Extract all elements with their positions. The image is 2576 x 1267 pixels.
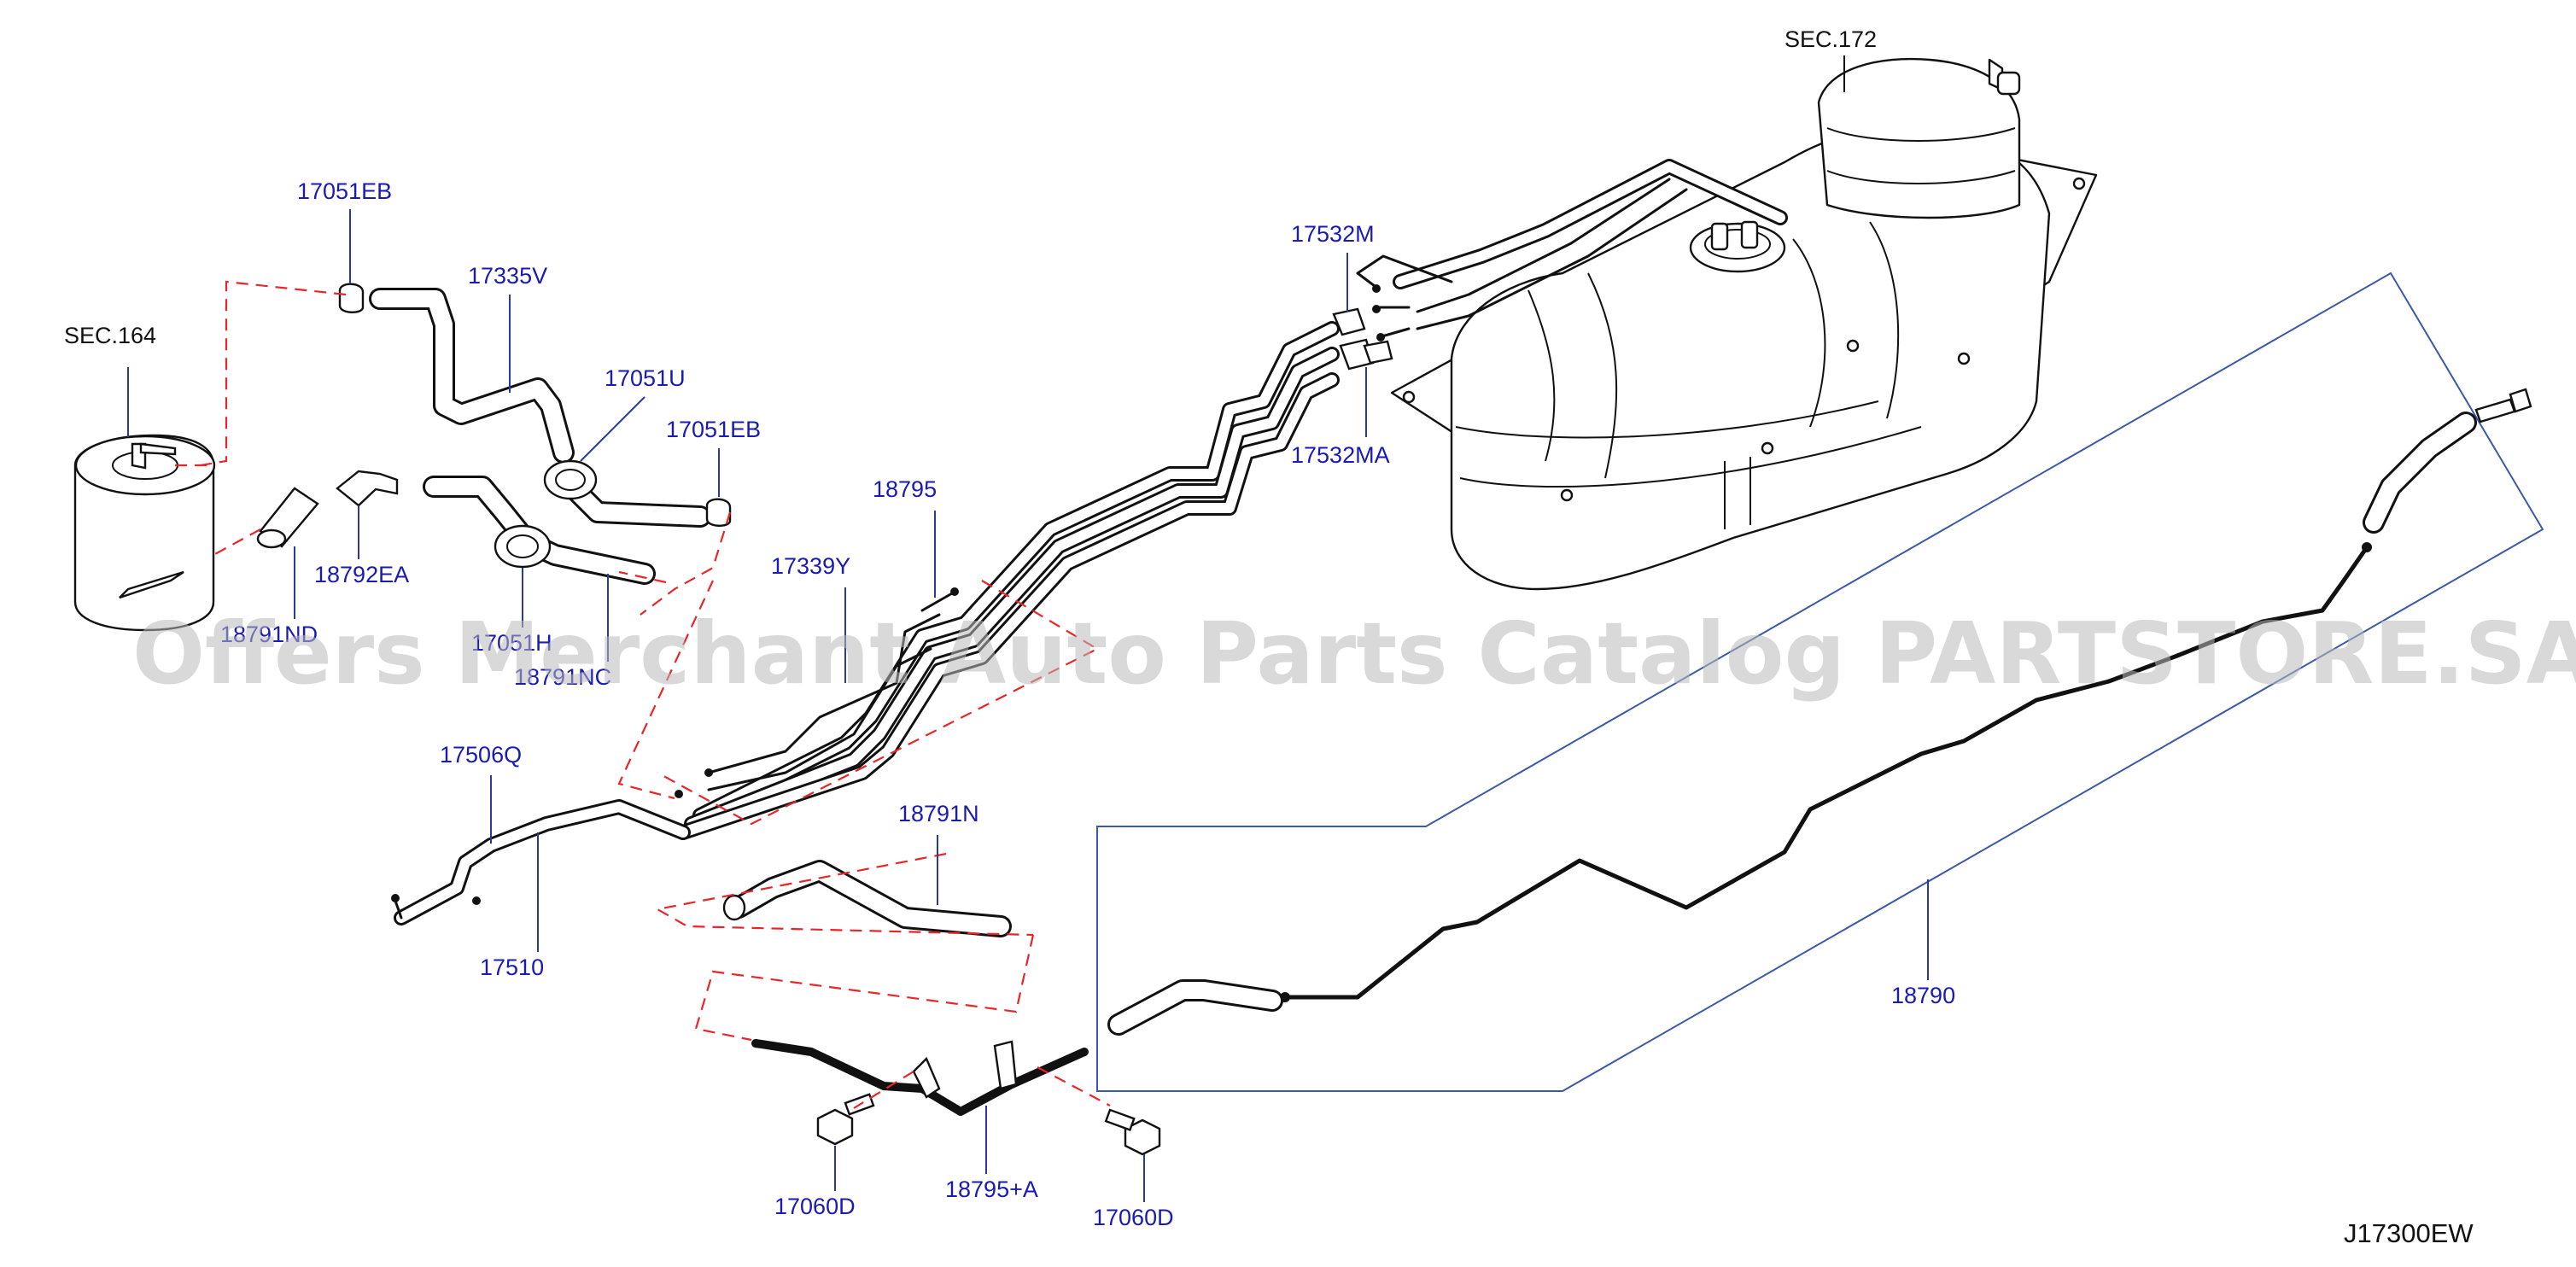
- watermark: Offers Merchant Auto Parts Catalog PARTS…: [132, 604, 2576, 704]
- svg-text:17532M: 17532M: [1291, 221, 1375, 247]
- callout-17506Q: 17506Q: [440, 742, 522, 844]
- svg-text:17335V: 17335V: [468, 263, 547, 289]
- callout-17060D-left: 17060D: [774, 1146, 856, 1219]
- callout-17051EB-top: 17051EB: [297, 178, 392, 283]
- callout-17051H: 17051H: [471, 568, 552, 656]
- callout-17060D-right: 17060D: [1093, 1154, 1174, 1230]
- svg-text:17506Q: 17506Q: [440, 742, 522, 768]
- svg-text:17339Y: 17339Y: [771, 553, 850, 579]
- callout-17335V: 17335V: [468, 263, 547, 393]
- diagram-code: J17300EW: [2344, 1218, 2474, 1248]
- section-ref-172: SEC.172: [1785, 26, 1877, 92]
- callout-18791ND: 18791ND: [220, 546, 318, 647]
- svg-text:17051H: 17051H: [471, 630, 552, 656]
- callout-17051U: 17051U: [580, 365, 686, 462]
- callout-18795: 18795: [873, 476, 937, 598]
- svg-text:17051EB: 17051EB: [666, 417, 761, 442]
- svg-text:17051U: 17051U: [605, 365, 686, 391]
- section-ref-164: SEC.164: [64, 323, 156, 437]
- svg-text:17060D: 17060D: [1093, 1205, 1174, 1230]
- callout-17510: 17510: [480, 832, 544, 980]
- hoses: [256, 283, 732, 585]
- callout-18795A: 18795+A: [945, 1106, 1038, 1202]
- callout-18790: 18790: [1891, 879, 1955, 1008]
- svg-text:17051EB: 17051EB: [297, 178, 392, 204]
- svg-text:17510: 17510: [480, 955, 544, 980]
- tank-pipes: [1332, 159, 1788, 371]
- svg-text:18791ND: 18791ND: [220, 622, 318, 647]
- svg-text:18795+A: 18795+A: [945, 1176, 1038, 1202]
- lower-hose-bracket: [722, 860, 1161, 1156]
- callout-18791NC: 18791NC: [514, 574, 611, 690]
- callout-18791N: 18791N: [898, 801, 979, 905]
- svg-text:18790: 18790: [1891, 983, 1955, 1008]
- svg-text:17532MA: 17532MA: [1291, 442, 1390, 468]
- bolt-left: [816, 1093, 875, 1146]
- svg-text:18791N: 18791N: [898, 801, 979, 826]
- svg-text:18795: 18795: [873, 476, 937, 502]
- callout-17051EB-mid: 17051EB: [666, 417, 761, 497]
- fuel-tank: [1390, 57, 2098, 591]
- svg-text:SEC.172: SEC.172: [1785, 26, 1877, 52]
- filler-pipe-group: [1096, 272, 2544, 1092]
- svg-text:17060D: 17060D: [774, 1194, 856, 1219]
- svg-text:18792EA: 18792EA: [314, 562, 409, 587]
- callout-17532M: 17532M: [1291, 221, 1375, 312]
- callout-18792EA: 18792EA: [314, 505, 409, 587]
- callout-17532MA: 17532MA: [1291, 367, 1390, 468]
- svg-text:SEC.164: SEC.164: [64, 323, 156, 348]
- callouts: 17051EB 17335V 17051U 17051EB 18792EA 18…: [220, 178, 1955, 1230]
- main-fuel-pipes: [391, 321, 1340, 925]
- reference-lines: [175, 280, 1111, 1109]
- bolt-right: [1104, 1108, 1161, 1156]
- evap-canister: [73, 434, 216, 632]
- svg-text:18791NC: 18791NC: [514, 664, 611, 690]
- callout-17339Y: 17339Y: [771, 553, 850, 683]
